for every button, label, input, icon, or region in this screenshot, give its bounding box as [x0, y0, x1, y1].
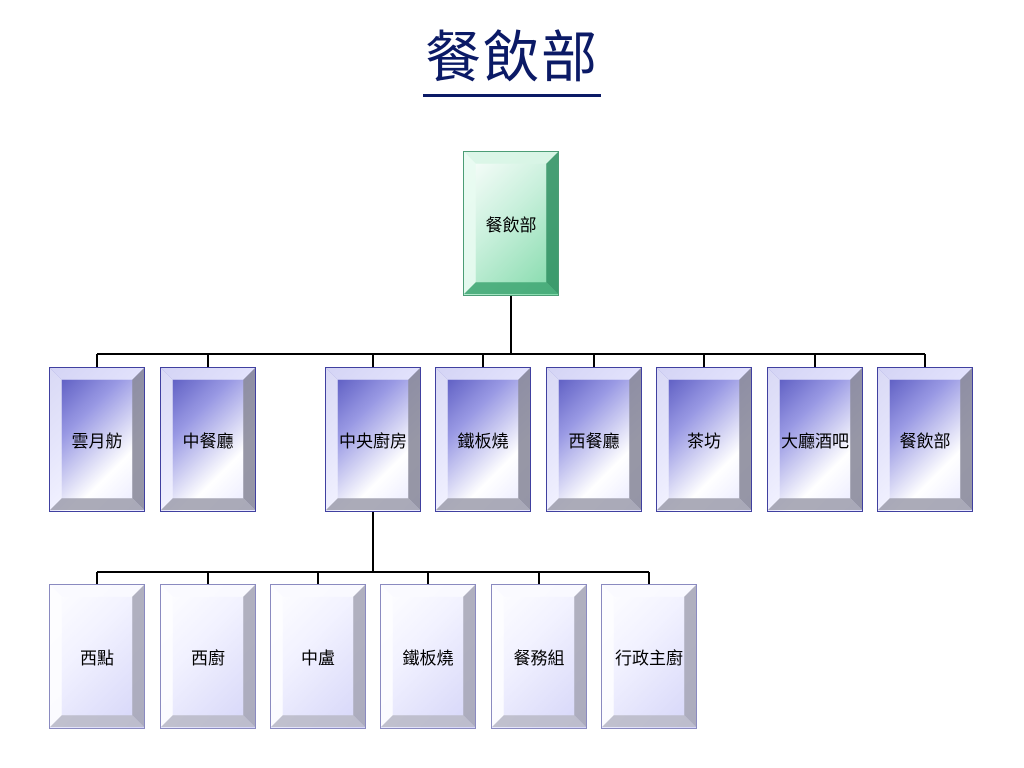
org-node-kitchen-unit: 行政主廚 — [601, 584, 697, 729]
org-node-root-label: 餐飲部 — [485, 216, 537, 236]
page-title-text: 餐飲部 — [423, 26, 601, 97]
org-node-kitchen-unit: 鐵板燒 — [380, 584, 476, 729]
kitchen-unit-label: 西點 — [80, 649, 114, 669]
department-label: 鐵板燒 — [457, 432, 509, 452]
department-label: 茶坊 — [687, 432, 721, 452]
org-node-department: 中餐廳 — [160, 367, 256, 512]
org-node-department: 西餐廳 — [546, 367, 642, 512]
kitchen-unit-label: 中盧 — [301, 649, 335, 669]
org-node-department: 鐵板燒 — [435, 367, 531, 512]
org-node-department: 中央廚房 — [325, 367, 421, 512]
department-label: 餐飲部 — [899, 432, 951, 452]
page-title: 餐飲部 — [0, 26, 1024, 97]
org-node-department: 茶坊 — [656, 367, 752, 512]
org-node-root: 餐飲部 — [463, 151, 559, 296]
org-node-department: 餐飲部 — [877, 367, 973, 512]
org-node-department: 雲月舫 — [49, 367, 145, 512]
kitchen-unit-label: 行政主廚 — [615, 649, 683, 669]
department-label: 中央廚房 — [339, 432, 407, 452]
kitchen-unit-label: 餐務組 — [513, 649, 565, 669]
department-label: 大廳酒吧 — [781, 432, 849, 452]
department-label: 西餐廳 — [568, 432, 620, 452]
org-node-kitchen-unit: 西廚 — [160, 584, 256, 729]
org-node-kitchen-unit: 西點 — [49, 584, 145, 729]
department-label: 雲月舫 — [71, 432, 123, 452]
org-node-kitchen-unit: 餐務組 — [491, 584, 587, 729]
kitchen-unit-label: 西廚 — [191, 649, 225, 669]
org-node-kitchen-unit: 中盧 — [270, 584, 366, 729]
org-node-department: 大廳酒吧 — [767, 367, 863, 512]
kitchen-unit-label: 鐵板燒 — [402, 649, 454, 669]
department-label: 中餐廳 — [182, 432, 234, 452]
